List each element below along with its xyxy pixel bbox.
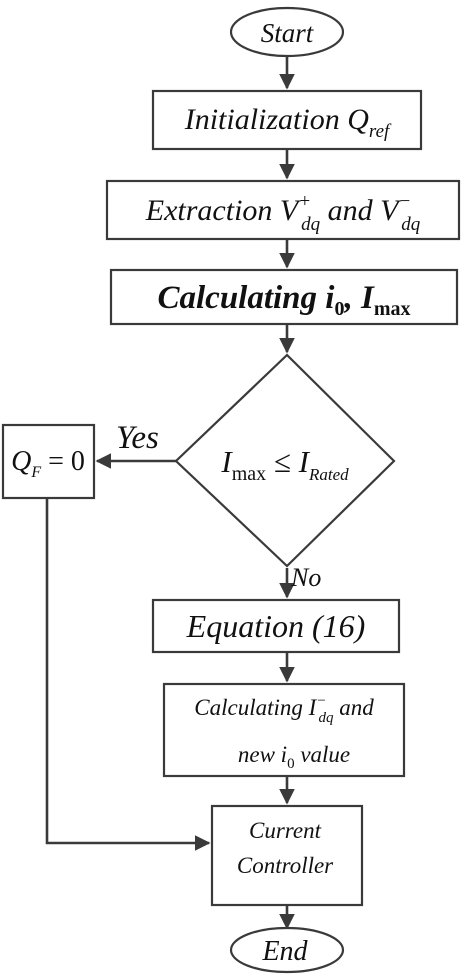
extraction-label: Extraction V+dq and V−dq [145, 191, 421, 235]
qf-box [1, 423, 96, 500]
decision-diamond [174, 353, 396, 568]
init-label: Initialization Qref [184, 103, 392, 142]
equation-label: Equation (16) [186, 608, 366, 644]
extraction-box [105, 179, 461, 241]
yes-label: Yes [116, 420, 159, 456]
current-controller-box [210, 804, 364, 907]
init-box [151, 89, 423, 151]
start-label: Start [261, 18, 315, 48]
calculating-label: Calculating i0, Imax [158, 280, 411, 320]
no-label: No [290, 563, 321, 592]
calculating-box [109, 268, 459, 326]
calculating-negative-current-line1: Calculating I−dq and [194, 693, 374, 726]
calculating-negative-current-line2: new i0 value [238, 742, 350, 772]
edge-qf-controller [45, 498, 211, 851]
current-controller-line1: Current [249, 818, 322, 843]
start-terminal [229, 6, 345, 58]
equation-box [151, 598, 401, 654]
decision-label: Imax ≤ IRated [220, 444, 349, 485]
calculating-negative-current-box [162, 682, 406, 778]
end-label: End [261, 936, 308, 967]
end-terminal [229, 926, 345, 974]
qf-label: QF = 0 [11, 446, 85, 481]
current-controller-line2: Controller [237, 853, 334, 878]
